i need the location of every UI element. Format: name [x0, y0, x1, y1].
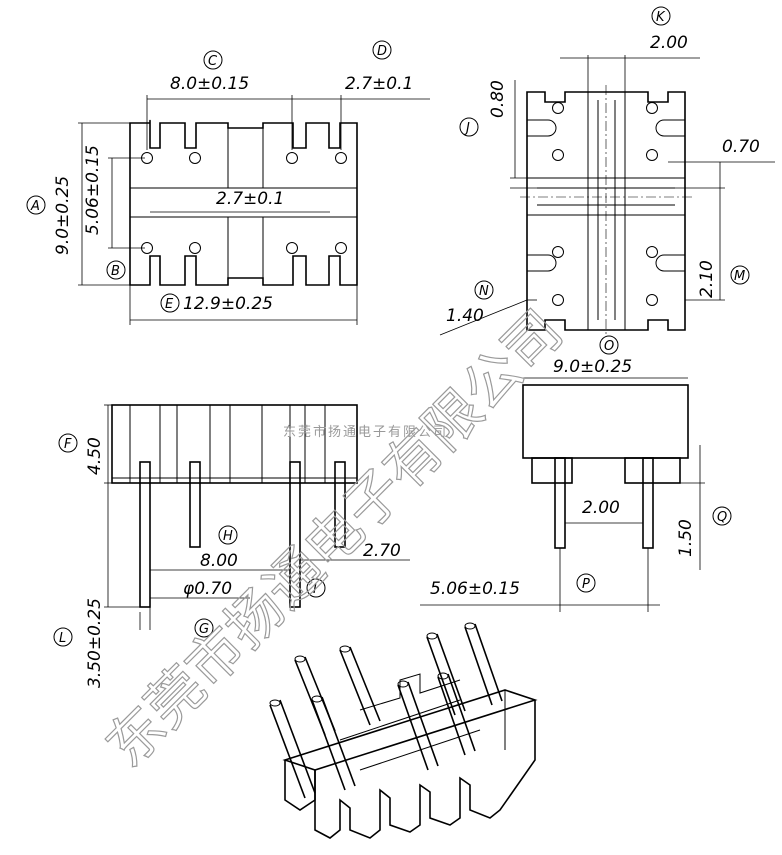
isometric-view	[269, 622, 538, 839]
dim-a: 9.0±0.25	[53, 176, 73, 255]
dim-k: 2.00	[650, 33, 688, 53]
dim-h: 8.00	[200, 551, 238, 571]
side-view	[420, 377, 705, 612]
watermark-small: 东莞市扬通电子有限公司	[283, 424, 448, 440]
dim-center: 2.7±0.1	[216, 189, 284, 209]
label-markers	[26, 6, 750, 647]
dim-p: 5.06±0.15	[430, 579, 520, 599]
top-view	[78, 95, 430, 325]
label-o: O	[604, 339, 614, 354]
dim-o: 9.0±0.25	[553, 357, 632, 377]
label-k: K	[656, 10, 666, 25]
label-j: J	[463, 121, 470, 136]
dim-e: 12.9±0.25	[183, 294, 273, 314]
label-c: C	[208, 54, 218, 69]
front-view	[104, 404, 410, 630]
dim-g: φ0.70	[183, 579, 232, 599]
dim-m: 2.10	[697, 260, 717, 298]
dim-l: 3.50±0.25	[85, 598, 105, 688]
dim-c: 8.0±0.15	[170, 74, 249, 94]
dim-i: 2.70	[363, 541, 401, 561]
label-d: D	[377, 44, 387, 59]
dim-side-200: 2.00	[582, 498, 620, 518]
label-f: F	[64, 437, 72, 452]
label-g: G	[199, 622, 209, 637]
watermark-big: 东莞市扬通电子有限公司	[94, 298, 576, 780]
label-l: L	[59, 631, 66, 646]
dim-right-070: 0.70	[722, 137, 760, 157]
dimension-texts: 8.0±0.15 2.7±0.1 9.0±0.25 5.06±0.15 2.7±…	[53, 33, 760, 688]
label-e: E	[165, 297, 174, 312]
label-a: A	[30, 199, 40, 214]
dim-d: 2.7±0.1	[345, 74, 413, 94]
label-letters: C D A B E K J M N O F H I G L P Q	[30, 10, 745, 646]
bottom-view	[439, 55, 775, 336]
dim-j: 0.80	[488, 80, 508, 118]
label-q: Q	[717, 510, 727, 525]
label-n: N	[479, 284, 489, 299]
label-i: I	[313, 582, 317, 597]
dim-b: 5.06±0.15	[83, 145, 103, 235]
dim-n: 1.40	[446, 306, 484, 326]
label-h: H	[223, 529, 233, 544]
dim-q: 1.50	[676, 519, 696, 557]
dim-f: 4.50	[85, 437, 105, 475]
label-m: M	[734, 269, 745, 284]
label-b: B	[111, 264, 120, 279]
label-p: P	[582, 577, 590, 592]
